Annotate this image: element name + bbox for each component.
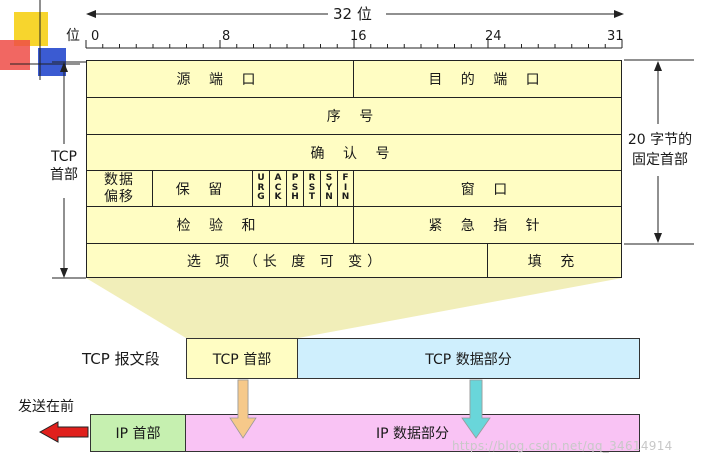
flag-psh-letter: P [291,173,299,184]
ack-number-field: 确 认 号 [86,135,622,171]
tcp-data-box: TCP 数据部分 [297,338,640,379]
flag-urg-letter: G [257,192,265,203]
urgent-pointer-field: 紧 急 指 针 [354,207,622,244]
options-field: 选 项 （长 度 可 变） [86,244,488,278]
flag-psh-letter: S [291,182,299,193]
flag-ack-letter: K [274,192,282,203]
tick-label-0: 0 [91,29,100,44]
tick-label-16: 16 [350,29,367,44]
window-field: 窗 口 [354,171,622,207]
ip-header-box: IP 首部 [90,414,186,452]
tick-label-24: 24 [485,29,502,44]
tcp-header-arrow [52,61,86,279]
source-port-field: 源 端 口 [86,61,354,98]
checksum-field: 检 验 和 [86,207,354,244]
tcp-segment-label: TCP 报文段 [82,350,160,368]
expansion-trapezoid [86,278,622,338]
destination-port-field: 目 的 端 口 [354,61,622,98]
tick-label-8: 8 [222,29,231,44]
flag-syn-letter: S [325,173,333,184]
flag-ack-letter: C [274,182,282,193]
flag-ack-letter: A [274,173,282,184]
tcp-header-table [86,60,622,278]
tcp-header-side-label: TCP 首部 [50,149,78,183]
sequence-number-field: 序 号 [86,98,622,135]
bit-width-label: 32 位 [333,5,372,23]
fixed-header-side-label: 20 字节的 固定首部 [627,132,693,168]
flag-syn-letter: N [325,192,333,203]
padding-field: 填 充 [488,244,622,278]
data-offset-field: 数据 偏移 [86,171,153,207]
ip-data-box: IP 数据部分 [185,414,640,452]
send-first-label: 发送在前 [18,399,74,415]
tcp-header-box: TCP 首部 [186,338,298,379]
bit-width-arrow [86,10,624,18]
bit-ruler [85,40,623,49]
flag-fin-letter: I [343,182,348,193]
flag-syn-letter: Y [325,182,333,193]
bit-unit-label: 位 [66,28,80,44]
flag-urg-letter: R [257,182,265,193]
flag-psh-letter: H [291,192,299,203]
fixed-header-arrow [624,59,694,245]
flag-fin-letter: F [342,173,349,184]
flag-rst-letter: S [308,182,316,193]
flag-rst-letter: R [308,173,316,184]
flag-urg-letter: U [257,173,265,184]
flag-rst-letter: T [308,192,316,203]
flag-fin-letter: N [341,192,350,203]
reserved-field: 保 留 [153,171,253,207]
send-first-arrow [38,421,89,443]
watermark: https://blog.csdn.net/qq_34614914 [452,439,673,453]
tick-label-31: 31 [607,29,624,44]
